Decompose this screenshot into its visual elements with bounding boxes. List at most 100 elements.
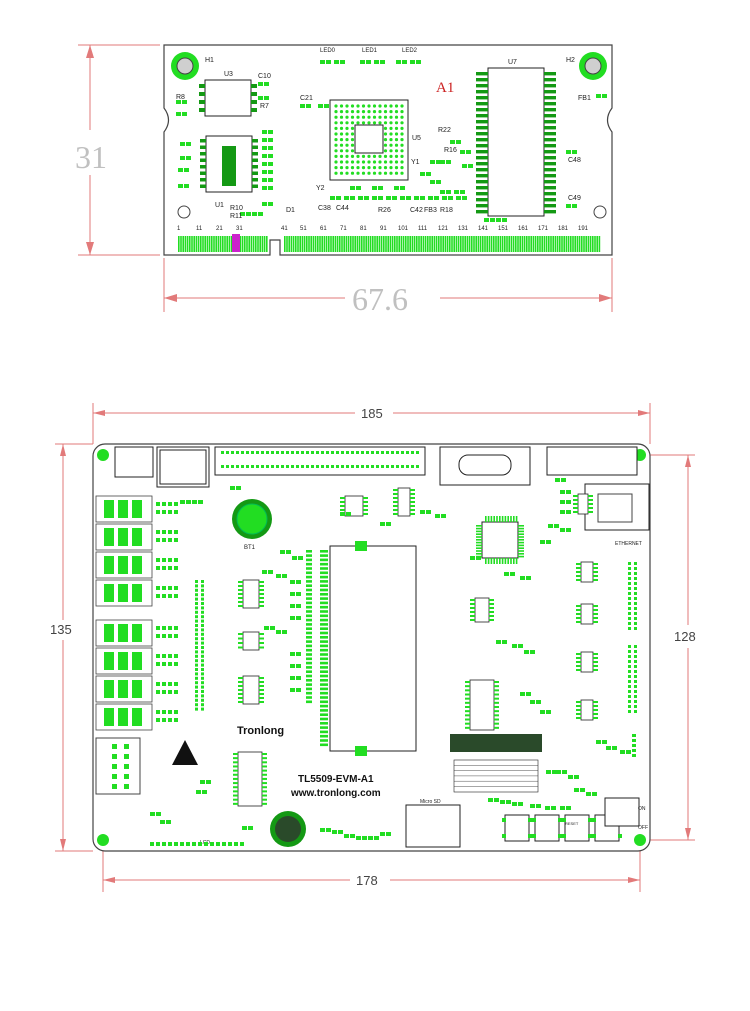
pad (320, 687, 328, 691)
pad (430, 160, 435, 164)
pad (168, 682, 172, 686)
pad (201, 619, 204, 623)
refdes-r16: R16 (444, 147, 457, 154)
ball (361, 110, 366, 114)
pad (518, 541, 524, 544)
pad (156, 586, 160, 590)
pad (552, 770, 557, 774)
pad (465, 701, 470, 704)
pad (306, 653, 312, 656)
pad (581, 236, 583, 252)
ball (400, 154, 404, 158)
pad (201, 588, 204, 592)
pad (104, 680, 114, 698)
pad (259, 601, 264, 603)
evm-url: www.tronlong.com (290, 788, 381, 799)
pad (618, 834, 622, 838)
pad (402, 60, 407, 64)
ball (350, 154, 355, 158)
pad (555, 478, 560, 482)
pad (457, 236, 460, 252)
pad (545, 236, 548, 252)
pad (198, 842, 202, 846)
ball (356, 166, 360, 170)
pad (485, 558, 487, 564)
pad (476, 168, 488, 172)
pad (124, 744, 129, 749)
pad (311, 451, 314, 454)
pad (201, 685, 204, 689)
pad (612, 746, 617, 750)
pad (391, 451, 394, 454)
pad (544, 204, 556, 208)
pad (180, 142, 185, 146)
pad (306, 627, 312, 630)
pad (363, 505, 368, 507)
pad (306, 571, 312, 575)
pad (361, 236, 363, 252)
pad (572, 150, 577, 154)
ball (389, 104, 393, 108)
pad (405, 236, 407, 252)
pad (320, 670, 328, 673)
pad (389, 236, 392, 252)
pad (402, 236, 405, 252)
pad (628, 622, 631, 625)
pad (168, 842, 172, 846)
pad (204, 236, 206, 252)
evm-battery-label: BT1 (244, 545, 256, 551)
pad (634, 670, 637, 673)
refdes-h2: H2 (566, 57, 575, 64)
pad (486, 236, 488, 252)
pad (201, 650, 204, 654)
ball (339, 121, 344, 125)
pad (556, 770, 561, 774)
pad (200, 236, 202, 252)
pad (320, 666, 328, 669)
pad (262, 186, 267, 190)
refdes-led2: LED2 (402, 48, 418, 54)
pad (628, 650, 631, 653)
pad (258, 212, 263, 216)
pad (501, 558, 504, 564)
pad (252, 165, 258, 169)
pad (201, 641, 204, 645)
refdes-r26: R26 (378, 207, 391, 214)
pad (124, 774, 129, 779)
pad (320, 734, 328, 738)
pad (632, 749, 636, 752)
pad (195, 628, 198, 632)
pad (468, 164, 473, 168)
pad (226, 236, 228, 252)
pad (306, 236, 308, 252)
refdes-u1: U1 (215, 202, 224, 209)
pad (593, 713, 598, 715)
pad (454, 190, 459, 194)
pad (132, 680, 142, 698)
ball (345, 171, 349, 175)
pad (238, 633, 243, 635)
pad (168, 634, 172, 638)
pad (222, 842, 226, 846)
pad (593, 701, 598, 703)
ball (372, 104, 377, 108)
pad (465, 693, 470, 696)
som-u3-pins (199, 84, 257, 112)
pad (264, 96, 269, 100)
pad (195, 624, 198, 627)
pad (282, 574, 287, 578)
pad (195, 646, 198, 649)
pad (566, 150, 571, 154)
pad (320, 614, 328, 618)
pad (262, 794, 267, 797)
pad (501, 516, 504, 522)
pad (320, 722, 328, 725)
pad (259, 236, 261, 252)
pad (104, 528, 114, 546)
pad (426, 172, 431, 176)
pad (233, 802, 238, 805)
pad (251, 108, 257, 112)
pad (186, 236, 189, 252)
pad (462, 236, 464, 252)
pad (520, 576, 525, 580)
